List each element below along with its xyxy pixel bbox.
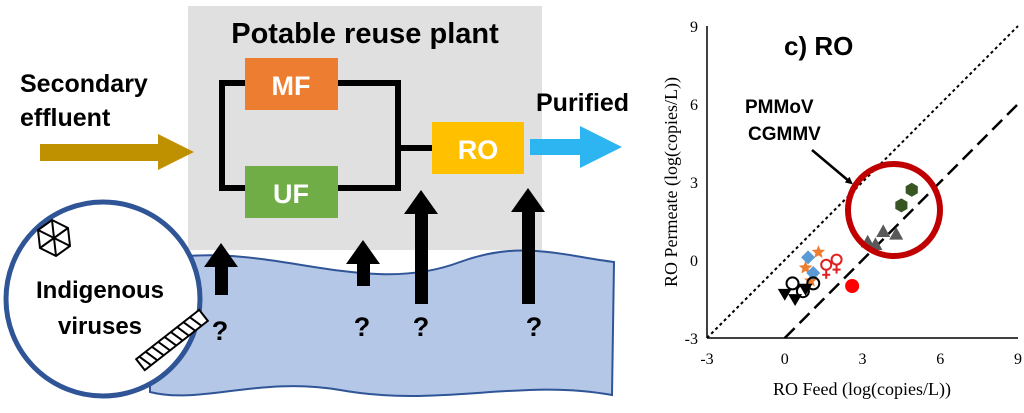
- x-tick-label: 9: [1014, 351, 1022, 368]
- data-point-hexagon: [905, 182, 918, 197]
- chart-title: c) RO: [784, 31, 853, 61]
- question-mark-3: ?: [413, 312, 430, 342]
- uf-unit: UF: [245, 166, 338, 218]
- svg-text:UF: UF: [273, 179, 309, 209]
- y-tick-label: 0: [690, 253, 698, 270]
- svg-text:MF: MF: [272, 71, 311, 101]
- reference-line-dashed: [783, 103, 1019, 339]
- y-tick-label: 3: [690, 175, 698, 192]
- x-axis-label: RO Feed (log(copies/L)): [773, 379, 951, 400]
- x-tick-label: 0: [781, 351, 789, 368]
- highlight-ellipse: [845, 161, 943, 259]
- water-body: [149, 249, 616, 397]
- question-mark-1: ?: [212, 316, 229, 346]
- sampling-arrow-feed: [204, 243, 238, 295]
- y-tick-label: -3: [685, 331, 698, 348]
- question-mark-4: ?: [526, 312, 543, 342]
- data-point-female: [820, 258, 833, 279]
- data-point-circle: [845, 279, 860, 293]
- data-point-diamond: [801, 250, 816, 265]
- plant-title: Potable reuse plant: [231, 18, 499, 50]
- data-point-down-triangle: [798, 283, 813, 296]
- mf-unit: MF: [245, 58, 338, 110]
- data-point-open-circle: [806, 276, 821, 291]
- annotation-arrow: [811, 149, 853, 185]
- data-point-diamond: [806, 266, 821, 280]
- viruses-label-line2: viruses: [58, 313, 142, 340]
- data-point-triangle: [889, 227, 904, 240]
- icosahedral-virus-icon: [36, 218, 72, 258]
- data-point-down-triangle: [788, 294, 803, 306]
- x-tick-label: -3: [700, 351, 713, 368]
- data-point-triangle: [876, 224, 891, 237]
- rod-virus-icon: [134, 308, 210, 372]
- ro-unit: RO: [432, 122, 524, 174]
- plant-piping: [219, 80, 432, 191]
- y-tick-label: 9: [690, 19, 698, 36]
- data-point-female: [830, 253, 843, 274]
- data-point-hexagon: [895, 198, 908, 213]
- y-axis-label: RO Permeate (log(copies/L)): [661, 77, 682, 287]
- outlet-label: Purified: [536, 89, 629, 117]
- question-mark-2: ?: [354, 312, 371, 342]
- outlet-arrow: [530, 126, 622, 168]
- inlet-label-line2: effluent: [20, 104, 111, 132]
- x-tick-label: 6: [936, 351, 944, 368]
- svg-text:RO: RO: [458, 135, 499, 165]
- sampling-arrow-ro-permeate: [511, 188, 545, 304]
- sampling-arrow-uf: [346, 240, 380, 286]
- data-point-down-triangle: [777, 288, 792, 301]
- data-point-open-circle: [785, 276, 800, 291]
- sampling-arrow-ro-feed: [404, 190, 438, 304]
- inlet-label-line1: Secondary: [20, 70, 148, 98]
- annotation-line2: CGMMV: [748, 124, 821, 145]
- ro-scatter-chart: -3 0 3 6 9 9 6 3 0 -3 c) RO PMMoV CGMMV RO Feed (…: [661, 19, 1022, 400]
- inlet-arrow: [40, 134, 194, 170]
- data-point-star: [811, 245, 826, 258]
- reference-line-dotted: [706, 25, 1019, 339]
- viruses-label-line1: Indigenous: [36, 277, 164, 304]
- x-tick-label: 3: [859, 351, 867, 368]
- data-point-star: [798, 260, 813, 274]
- y-tick-label: 6: [690, 97, 698, 114]
- annotation-line1: PMMoV: [745, 97, 814, 118]
